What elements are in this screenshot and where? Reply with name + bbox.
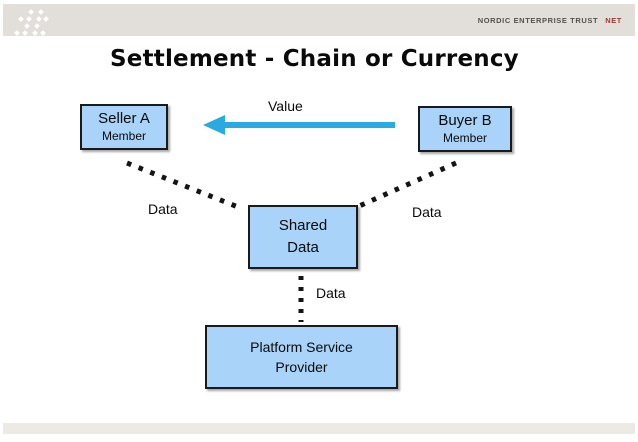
brand-lockup: NORDIC ENTERPRISE TRUST NET [478,4,622,36]
brand-text: NORDIC ENTERPRISE TRUST [477,15,599,25]
node-platform-service-provider: Platform Service Provider [205,325,398,389]
node-shared-data-line1: Shared [278,217,328,235]
data-link-buyer-shared [355,160,458,210]
slide-title: Settlement - Chain or Currency [110,46,519,72]
data-link-seller-shared [126,160,244,212]
value-arrow-head [203,115,225,135]
header-bar: NORDIC ENTERPRISE TRUST NET [3,4,635,36]
footer-bar [3,423,635,434]
node-shared-data: Shared Data [248,205,358,269]
data-edge-label-left: Data [148,201,178,217]
node-seller-a: Seller A Member [80,104,168,150]
brand-net-text: NET [605,15,622,25]
node-seller-a-subtitle: Member [101,128,146,143]
value-edge-label: Value [268,98,303,114]
node-platform-line1: Platform Service [250,338,353,355]
node-shared-data-line2: Data [287,239,319,256]
data-edge-label-bottom: Data [316,285,346,301]
node-seller-a-title: Seller A [98,110,150,128]
node-buyer-b-title: Buyer B [438,112,492,130]
node-buyer-b: Buyer B Member [418,106,512,152]
hash-dots-logo-icon [14,9,49,36]
node-buyer-b-subtitle: Member [442,130,487,145]
node-platform-line2: Provider [275,359,328,375]
data-edge-label-right: Data [412,204,442,220]
